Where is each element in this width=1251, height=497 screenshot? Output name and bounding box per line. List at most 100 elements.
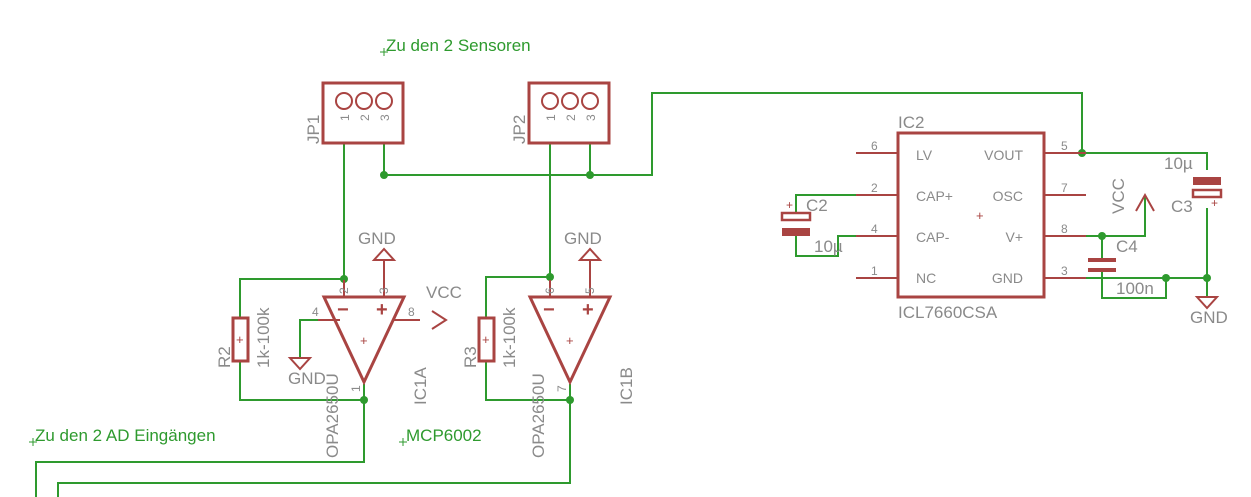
ic1a-triangle bbox=[321, 295, 407, 386]
jp1-connector[interactable]: 1 2 3 JP1 bbox=[304, 81, 405, 145]
jp1-body bbox=[321, 81, 405, 145]
c2-name: C2 bbox=[806, 196, 828, 215]
ic1b-triangle bbox=[527, 295, 613, 386]
ic2-origin-plus: + bbox=[976, 208, 984, 223]
vcc-symbol-ic1a: VCC bbox=[426, 283, 462, 330]
jp2-body bbox=[527, 81, 611, 145]
net-r3-out bbox=[485, 361, 570, 401]
r2-origin-plus: + bbox=[236, 332, 244, 347]
jp1-pin-ring bbox=[335, 92, 353, 110]
r2-body bbox=[231, 316, 250, 363]
r3-name: R3 bbox=[461, 346, 480, 368]
note-mcp6002: MCP6002 bbox=[406, 426, 482, 445]
net-r2-feedback bbox=[239, 278, 344, 318]
ic1a-pin-num: 4 bbox=[312, 305, 319, 319]
ic2-pin-label: CAP- bbox=[916, 229, 950, 245]
ic2-pin-num: 8 bbox=[1061, 222, 1068, 236]
ic2-pin-label: VOUT bbox=[984, 147, 1023, 163]
net-ic1b-out bbox=[57, 384, 571, 497]
junction-dot bbox=[380, 171, 388, 179]
ic1a-pin-num: 1 bbox=[349, 385, 363, 392]
jp2-pin-ring bbox=[581, 92, 599, 110]
net-cap-minus bbox=[795, 235, 856, 257]
ic1b-pin-num: 5 bbox=[583, 287, 597, 294]
vcc-arrow-icon bbox=[1135, 192, 1155, 212]
jp1-pin-num: 1 bbox=[338, 114, 352, 121]
note-sensors: Zu den 2 Sensoren bbox=[386, 36, 531, 55]
ic1a-opamp[interactable]: 2 3 4 8 1 − + + OPA2650U IC1A bbox=[312, 280, 430, 458]
ic1a-pin-num: 3 bbox=[377, 287, 391, 294]
c4-capacitor[interactable]: C4 100n bbox=[1088, 237, 1154, 298]
c2-capacitor[interactable]: + C2 10µ bbox=[780, 196, 843, 256]
gnd-label: GND bbox=[564, 229, 602, 248]
ic2-pin-num: 1 bbox=[871, 264, 878, 278]
vcc-label: VCC bbox=[1109, 178, 1128, 214]
ic2-chip[interactable]: 6 2 4 1 LV CAP+ CAP- NC 5 7 8 3 VOUT OSC… bbox=[856, 113, 1086, 322]
gnd-icon bbox=[371, 247, 397, 261]
jp2-pin-num: 2 bbox=[564, 114, 578, 121]
ic1b-opamp[interactable]: 6 5 7 − + + OPA2650U IC1B bbox=[527, 280, 636, 458]
notes: Zu den 2 Sensoren Zu den 2 AD Eingängen … bbox=[29, 36, 531, 446]
jp2-pin-num: 1 bbox=[544, 114, 558, 121]
ic2-pin-num: 4 bbox=[871, 222, 878, 236]
junction-dot bbox=[1203, 274, 1211, 282]
junction-dot bbox=[586, 171, 594, 179]
c2-value: 10µ bbox=[814, 237, 843, 256]
r3-resistor[interactable]: + R3 1k-100k bbox=[461, 307, 519, 368]
junction-dot bbox=[566, 396, 574, 404]
gnd-label: GND bbox=[358, 229, 396, 248]
vcc-label: VCC bbox=[426, 283, 462, 302]
c3-plate-bottom bbox=[1191, 188, 1223, 199]
r2-name: R2 bbox=[215, 346, 234, 368]
ic2-pin-label: V+ bbox=[1005, 229, 1023, 245]
r3-body bbox=[477, 316, 496, 363]
ic2-pin-num: 5 bbox=[1061, 139, 1068, 153]
net-cap-plus bbox=[795, 194, 856, 212]
ic2-pin-label: CAP+ bbox=[916, 188, 953, 204]
ic2-pin-label: GND bbox=[992, 270, 1023, 286]
jp1-pin-ring bbox=[355, 92, 373, 110]
ic1a-plus-sign: + bbox=[376, 299, 388, 321]
jp2-pin-ring bbox=[541, 92, 559, 110]
junction-dot bbox=[546, 273, 554, 281]
vcc-symbol-ic2: VCC bbox=[1109, 178, 1155, 214]
gnd-symbol-ic1a: GND bbox=[358, 229, 397, 280]
net-r3-feedback bbox=[485, 276, 550, 318]
ic1b-plus-sign: + bbox=[582, 299, 594, 321]
jp1-name: JP1 bbox=[304, 115, 323, 144]
c3-capacitor[interactable]: + 10µ C3 bbox=[1164, 154, 1223, 216]
ic2-pin-num: 6 bbox=[871, 139, 878, 153]
jp2-name: JP2 bbox=[510, 115, 529, 144]
ic2-pin-label: LV bbox=[916, 147, 933, 163]
ic1a-name: IC1A bbox=[411, 367, 430, 405]
gnd-label: GND bbox=[288, 369, 326, 388]
net-jp2-pin3 bbox=[589, 92, 1083, 176]
c4-plate-bottom bbox=[1088, 268, 1116, 272]
r2-value: 1k-100k bbox=[254, 307, 273, 368]
ic1b-minus-sign: − bbox=[543, 299, 555, 321]
ic1a-pin-num: 8 bbox=[408, 305, 415, 319]
jp2-connector[interactable]: 1 2 3 JP2 bbox=[510, 81, 611, 145]
gnd-icon bbox=[577, 247, 603, 261]
c3-plus: + bbox=[1211, 196, 1218, 210]
ic2-part: ICL7660CSA bbox=[898, 303, 998, 322]
note-ad-inputs: Zu den 2 AD Eingängen bbox=[35, 426, 216, 445]
c3-value: 10µ bbox=[1164, 154, 1193, 173]
ic2-pin-num: 3 bbox=[1061, 264, 1068, 278]
ic1b-origin-plus: + bbox=[566, 333, 574, 348]
c2-plate-bottom bbox=[782, 228, 810, 236]
ic1a-part: OPA2650U bbox=[323, 373, 342, 458]
c3-plate-top bbox=[1193, 177, 1221, 185]
junction-dot bbox=[1162, 274, 1170, 282]
c4-plate-top bbox=[1088, 258, 1116, 262]
r2-resistor[interactable]: + R2 1k-100k bbox=[215, 307, 273, 368]
ic2-pin-label: NC bbox=[916, 270, 936, 286]
gnd-symbol-right: GND bbox=[1190, 296, 1228, 327]
gnd-icon bbox=[287, 357, 313, 371]
gnd-label: GND bbox=[1190, 308, 1228, 327]
c3-name: C3 bbox=[1171, 197, 1193, 216]
ic1b-pin-num: 6 bbox=[543, 287, 557, 294]
net-vout-c3 bbox=[1045, 152, 1208, 170]
ic1b-name: IC1B bbox=[617, 367, 636, 405]
r3-origin-plus: + bbox=[482, 332, 490, 347]
